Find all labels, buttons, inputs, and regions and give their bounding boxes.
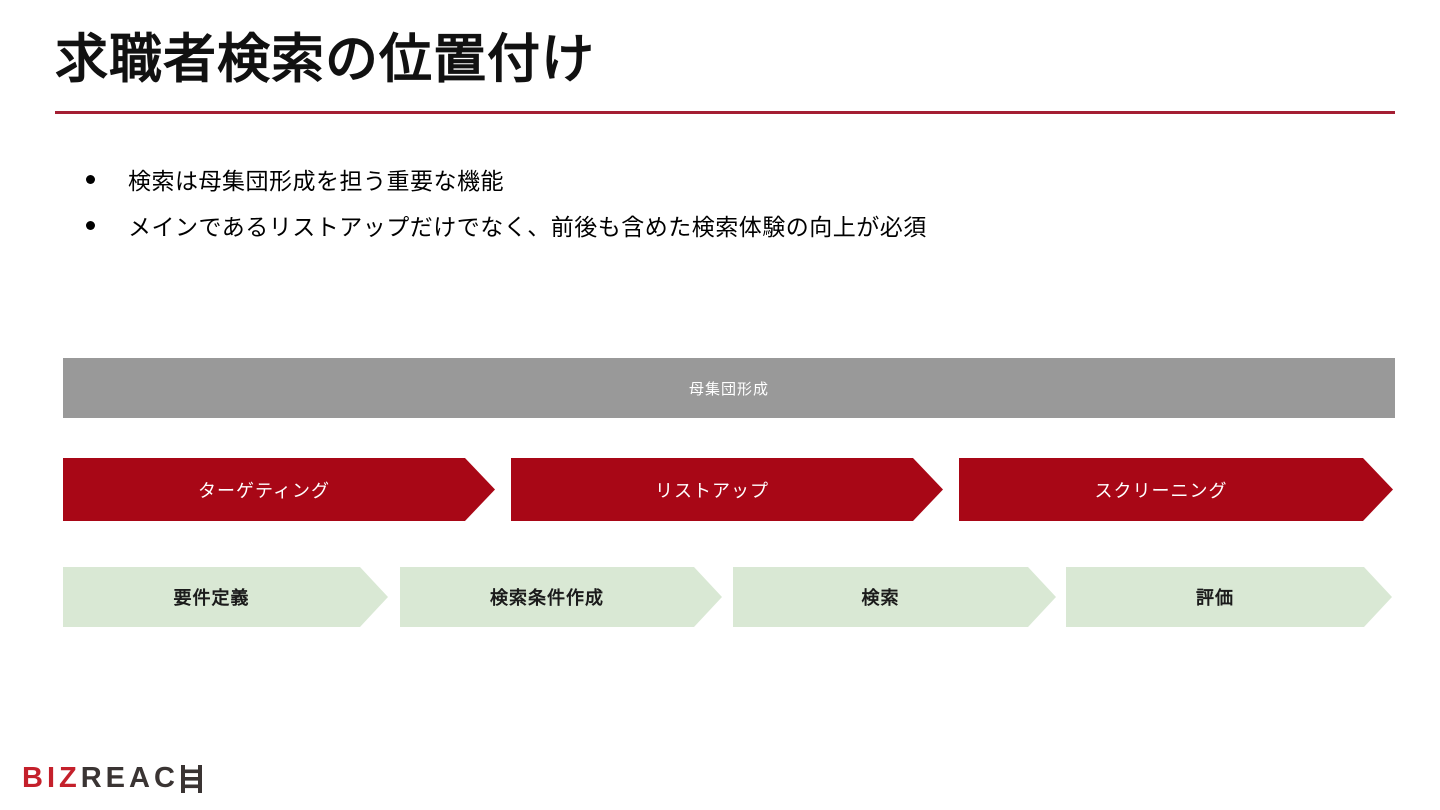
list-item: 検索は母集団形成を担う重要な機能 xyxy=(86,156,927,202)
bullet-text: 検索は母集団形成を担う重要な機能 xyxy=(128,168,504,194)
step-arrow-evaluation: 評価 xyxy=(1066,567,1392,627)
phase-arrow-targeting: ターゲティング xyxy=(63,458,495,521)
phase-label: スクリーニング xyxy=(1094,480,1228,501)
group-bar-population-formation: 母集団形成 xyxy=(63,358,1395,418)
step-label: 検索 xyxy=(861,588,900,608)
phase-arrow-listup: リストアップ xyxy=(511,458,943,521)
page-title: 求職者検索の位置付け xyxy=(55,30,595,89)
ladder-h-icon xyxy=(180,765,202,793)
phase-arrow-screening: スクリーニング xyxy=(959,458,1393,521)
step-arrow-search: 検索 xyxy=(733,567,1056,627)
bullet-icon xyxy=(86,174,95,184)
logo-text-reac: REAC xyxy=(80,762,179,794)
step-label: 要件定義 xyxy=(173,588,250,608)
logo-text-biz: BIZ xyxy=(22,762,81,794)
step-arrow-requirements: 要件定義 xyxy=(63,567,388,627)
bullet-icon xyxy=(86,220,95,230)
step-label: 検索条件作成 xyxy=(490,588,604,608)
bullet-text: メインであるリストアップだけでなく、前後も含めた検索体験の向上が必須 xyxy=(128,214,927,240)
phase-label: ターゲティング xyxy=(198,480,330,501)
group-bar-label: 母集団形成 xyxy=(688,380,769,398)
phase-label: リストアップ xyxy=(655,480,769,501)
step-arrow-search-condition: 検索条件作成 xyxy=(400,567,722,627)
bullet-list: 検索は母集団形成を担う重要な機能 メインであるリストアップだけでなく、前後も含め… xyxy=(86,156,927,248)
list-item: メインであるリストアップだけでなく、前後も含めた検索体験の向上が必須 xyxy=(86,202,927,248)
title-underline xyxy=(55,111,1395,114)
step-label: 評価 xyxy=(1196,588,1234,608)
